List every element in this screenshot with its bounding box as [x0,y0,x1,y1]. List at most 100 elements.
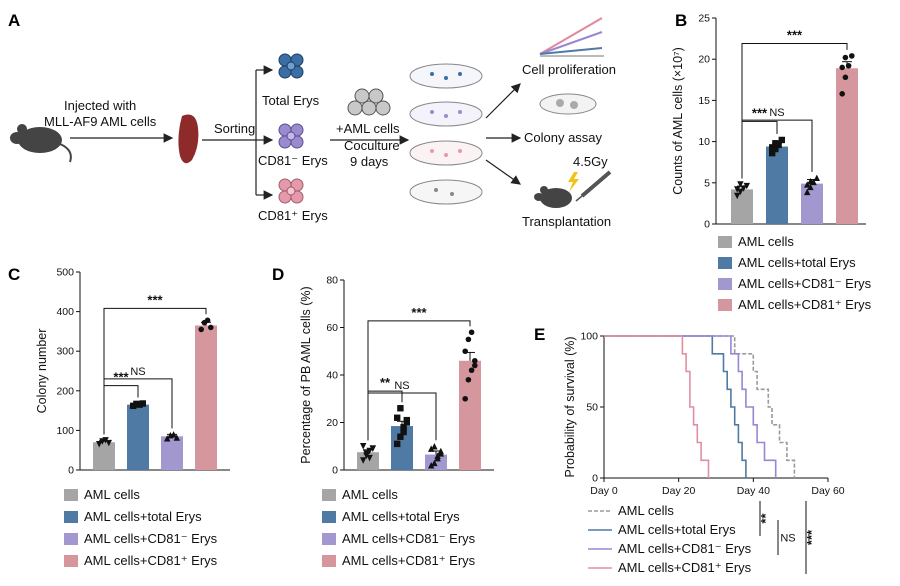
legend-swatch [718,236,732,248]
significance-bracket [741,43,848,179]
y-axis-label: Percentage of PB AML cells (%) [299,286,313,463]
y-tick-label: 500 [56,267,74,279]
data-point [431,443,438,450]
data-point [734,186,741,193]
days-label: 9 days [350,154,389,169]
legend-label: AML cells+CD81⁻ Erys [342,531,476,546]
panel-label-d: D [272,265,284,284]
arrow-transplant [485,159,521,185]
dishes-icon [409,63,483,205]
data-point [468,329,475,336]
coculture-label: Coculture [344,138,400,153]
legend-swatch [718,278,732,290]
y-tick-label: 15 [698,95,710,107]
legend-swatch [322,555,336,567]
survival-curve [604,335,796,478]
data-point [400,424,407,431]
legend-label: AML cells+CD81⁺ Erys [618,560,752,575]
injected-label: Injected with [64,98,136,113]
legend-swatch [322,489,336,501]
x-tick-label: Day 0 [590,485,618,497]
data-point [462,395,469,402]
sorting-label: Sorting [214,121,255,136]
data-point [366,447,373,455]
panel-label-e: E [534,325,545,344]
legend-swatch [718,299,732,311]
bar [391,426,413,470]
data-point [400,428,407,436]
cd81pos-label: CD81⁺ Erys [258,208,328,223]
data-point [468,367,475,374]
data-point [428,445,435,452]
legend-swatch [64,555,78,567]
bar [731,189,753,224]
significance-label: ** [758,513,773,524]
y-axis-label: Counts of AML cells (×10⁷) [671,47,685,195]
legend-label: AML cells+CD81⁺ Erys [84,553,218,568]
data-point [360,457,367,464]
data-point [813,174,820,182]
data-point [173,434,180,441]
bar [161,436,183,470]
legend-label: AML cells+CD81⁻ Erys [618,541,752,556]
significance-label: NS [769,107,784,119]
data-point [397,405,404,412]
legend-label: AML cells [738,234,794,249]
data-point [394,440,401,448]
survival-curve [604,335,777,478]
legend-swatch [718,257,732,269]
y-tick-label: 200 [56,385,74,397]
data-point [208,324,214,331]
panel-label-b: B [675,11,687,30]
significance-label: NS [130,366,145,378]
legend-label: AML cells+total Erys [618,522,736,537]
data-point [139,400,146,407]
bar [127,404,149,470]
data-point [734,192,741,200]
survival-curve [604,335,747,478]
legend-label: AML cells [84,487,140,502]
cells-label: MLL-AF9 AML cells [44,114,157,129]
data-point [472,357,478,364]
y-tick-label: 20 [326,417,338,429]
y-tick-label: 40 [326,370,338,382]
data-point [403,416,410,424]
data-point [804,181,811,188]
significance-bracket [367,320,471,441]
legend-label: AML cells+CD81⁺ Erys [738,297,872,312]
legend-swatch [64,511,78,523]
total-erys-label: Total Erys [262,93,320,108]
significance-label: *** [752,105,768,120]
proliferation-curves-icon [539,17,604,57]
significance-label: *** [787,28,803,43]
bar [357,452,379,470]
legend-label: AML cells [618,503,674,518]
data-point [394,414,401,421]
panel-a: A Injected with MLL-AF9 AML cells Sortin… [8,11,616,229]
y-tick-label: 100 [56,425,74,437]
legend-label: AML cells+total Erys [342,509,460,524]
data-point [769,149,776,157]
y-tick-label: 0 [332,465,338,477]
data-point [737,181,744,188]
legend-label: AML cells+CD81⁺ Erys [342,553,476,568]
data-point [369,445,376,452]
total-erys-cells-icon [278,53,304,79]
data-point [170,431,177,438]
data-point [839,91,845,97]
legend-label: AML cells+CD81⁻ Erys [738,276,872,291]
y-tick-label: 20 [698,54,710,66]
bar [459,360,481,470]
y-tick-label: 0 [704,219,710,231]
data-point [96,441,103,448]
data-point [737,188,744,196]
data-point [849,53,855,59]
panel-label-c: C [8,265,20,284]
aml-cells-icon [347,88,391,116]
spleen-icon [178,114,199,164]
